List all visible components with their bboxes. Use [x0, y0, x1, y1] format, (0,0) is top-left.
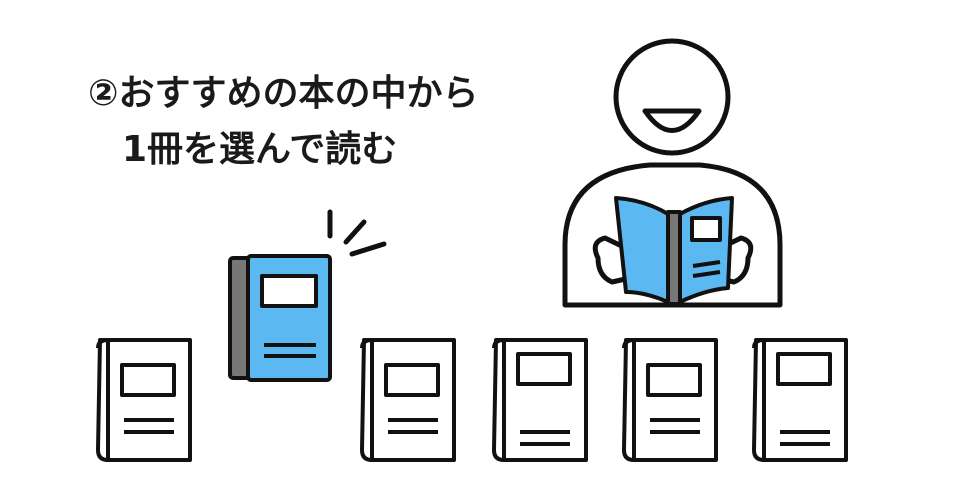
shelf-book-1 [96, 338, 192, 462]
open-book-line-2 [692, 270, 721, 278]
blue-book-label [260, 274, 318, 308]
open-book-left-page [614, 196, 670, 304]
sparkle-line-2 [343, 219, 367, 245]
reader-head [613, 38, 731, 156]
caption-line-2: 1冊を選んで読む [122, 129, 398, 170]
shelf-book-6 [752, 338, 848, 462]
open-book-line-1 [692, 260, 721, 268]
shelf-book-3 [360, 338, 456, 462]
reader-smile [642, 108, 702, 133]
sparkle-line-3 [349, 241, 387, 257]
open-book-spine [666, 210, 682, 306]
selected-blue-book-icon [228, 254, 332, 382]
shelf-book-4 [492, 338, 588, 462]
caption-line-1: ②おすすめの本の中から [88, 73, 479, 114]
shelf-book-5 [622, 338, 718, 462]
sparkle-lines-icon [327, 209, 387, 257]
caption: ②おすすめの本の中から 1冊を選んで読む [88, 66, 548, 178]
open-blue-book-icon [614, 196, 734, 306]
open-book-label [690, 216, 722, 242]
open-book-right-page [678, 196, 734, 304]
shelf-books [96, 338, 848, 462]
